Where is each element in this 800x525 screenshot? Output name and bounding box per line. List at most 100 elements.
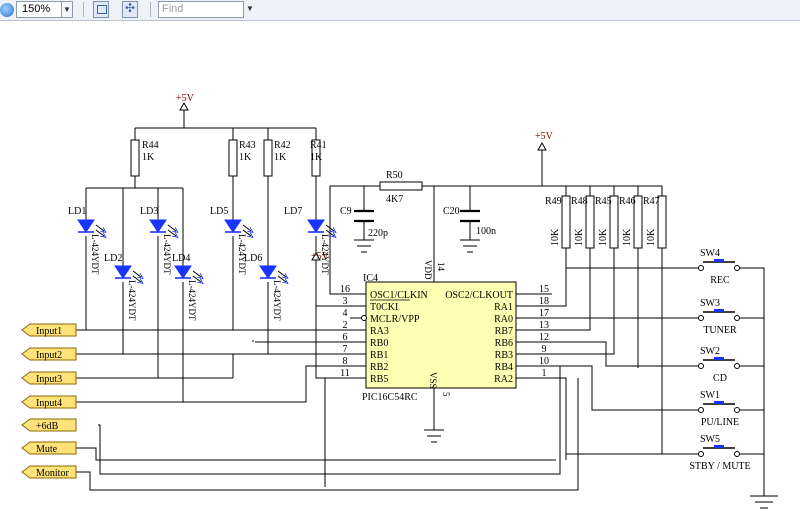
supply-label: +5V bbox=[311, 251, 330, 262]
led-ref: LD6 bbox=[244, 253, 262, 264]
ic-pin-number: 7 bbox=[343, 344, 348, 355]
ic-pin-number: 16 bbox=[340, 284, 350, 295]
push-switch bbox=[698, 309, 740, 321]
port-label: Input4 bbox=[36, 398, 62, 409]
ic-pin-number: 12 bbox=[539, 332, 549, 343]
ic-pin-name: RB0 bbox=[370, 338, 388, 349]
resistor-ref: R49 bbox=[545, 196, 562, 207]
ic-pin-name: RA3 bbox=[370, 326, 389, 337]
ic-pin-number: 2 bbox=[343, 320, 348, 331]
port-label: Input3 bbox=[36, 374, 62, 385]
port-connector bbox=[21, 347, 77, 361]
switch-ref: SW1 bbox=[700, 390, 720, 401]
ic-pin-number: 15 bbox=[539, 284, 549, 295]
ic-pin-name: RB1 bbox=[370, 350, 388, 361]
resistor-ref: R41 bbox=[310, 140, 327, 151]
zoom-input[interactable]: 150% bbox=[16, 1, 62, 18]
led-diode bbox=[174, 265, 201, 282]
resistor-value: 4K7 bbox=[386, 194, 403, 205]
zoom-dropdown-arrow-icon[interactable]: ▼ bbox=[61, 1, 73, 18]
resistor-value: 10K bbox=[598, 228, 609, 246]
resistor-value: 10K bbox=[574, 228, 585, 246]
ic-pin-name: OSC2/CLKOUT bbox=[445, 290, 513, 301]
ic-pin-name: OSC1/CLKIN bbox=[370, 290, 428, 301]
led-part: L-424YDT bbox=[320, 234, 330, 275]
resistor-value: 1K bbox=[310, 152, 323, 163]
ic-vss-label: VSS bbox=[428, 372, 438, 389]
ic-vdd-label: VDD bbox=[423, 260, 433, 280]
led-diode bbox=[149, 219, 176, 236]
ic-pin-number: 8 bbox=[343, 356, 348, 367]
ic-pin-name: RB4 bbox=[495, 362, 513, 373]
switch-label: STBY / MUTE bbox=[689, 461, 750, 472]
push-switch bbox=[698, 259, 740, 271]
ic-pin-number: 9 bbox=[542, 344, 547, 355]
resistor-ref: R45 bbox=[595, 196, 612, 207]
resistor-ref: R50 bbox=[386, 170, 403, 181]
switch-label: REC bbox=[710, 275, 730, 286]
fit-width-icon[interactable] bbox=[122, 1, 138, 18]
ic-pin-name: RB5 bbox=[370, 374, 388, 385]
resistor-ref: R43 bbox=[239, 140, 256, 151]
led-diode bbox=[224, 219, 251, 236]
ic-pin-number: 18 bbox=[539, 296, 549, 307]
find-dropdown-arrow-icon[interactable]: ▼ bbox=[246, 4, 254, 13]
supply-label: +5V bbox=[535, 131, 554, 142]
fit-page-icon[interactable] bbox=[93, 1, 109, 18]
resistor-ref: R46 bbox=[619, 196, 636, 207]
ic-pin-name: RB6 bbox=[495, 338, 513, 349]
port-label: Input2 bbox=[36, 350, 62, 361]
resistor-value: 10K bbox=[646, 228, 657, 246]
resistor-bodies bbox=[130, 139, 667, 249]
supply-label: +5V bbox=[176, 93, 195, 104]
ic-vss-pin: 5 bbox=[441, 392, 451, 397]
port-connector bbox=[21, 418, 77, 432]
led-part: L-424YDT bbox=[272, 280, 282, 321]
ic-pin-number: 3 bbox=[343, 296, 348, 307]
led-diode bbox=[307, 219, 334, 236]
toolbar-separator bbox=[83, 2, 84, 17]
led-ref: LD2 bbox=[104, 253, 122, 264]
zoom-icon[interactable] bbox=[0, 3, 14, 17]
led-ref: LD4 bbox=[172, 253, 190, 264]
find-input[interactable]: Find bbox=[158, 1, 244, 18]
wires bbox=[76, 114, 778, 509]
led-ref: LD1 bbox=[68, 206, 86, 217]
port-label: Input1 bbox=[36, 326, 62, 337]
switch-ref: SW5 bbox=[700, 434, 720, 445]
ic-pin-number: 4 bbox=[343, 308, 348, 319]
switch-ref: SW3 bbox=[700, 298, 720, 309]
resistor-ref: R47 bbox=[643, 196, 660, 207]
pdf-toolbar: 150% ▼ Find ▼ bbox=[0, 0, 800, 21]
ic-pin-name: T0CKI bbox=[370, 302, 398, 313]
led-diode bbox=[114, 265, 141, 282]
port-label: +6dB bbox=[36, 421, 59, 432]
led-diode bbox=[259, 265, 286, 282]
led-ref: LD7 bbox=[284, 206, 302, 217]
led-part: L-424YDT bbox=[187, 280, 197, 321]
ic-pin-name: RA2 bbox=[494, 374, 513, 385]
switch-label: CD bbox=[713, 373, 727, 384]
resistor-value: 10K bbox=[622, 228, 633, 246]
led-ref: LD3 bbox=[140, 206, 158, 217]
capacitor-plates bbox=[354, 209, 480, 223]
ic-pin-number: 10 bbox=[539, 356, 549, 367]
switch-ref: SW4 bbox=[700, 248, 720, 259]
led-part: L-424YDT bbox=[162, 234, 172, 275]
ic-pin-name: RB7 bbox=[495, 326, 513, 337]
led-diode bbox=[77, 219, 104, 236]
capacitor-ref: C20 bbox=[443, 206, 460, 217]
capacitor-ref: C9 bbox=[340, 206, 352, 217]
led-ref: LD5 bbox=[210, 206, 228, 217]
port-connector bbox=[21, 441, 77, 455]
push-switch bbox=[698, 357, 740, 369]
port-connector bbox=[21, 395, 77, 409]
resistor-ref: R48 bbox=[571, 196, 588, 207]
toolbar-separator bbox=[150, 2, 151, 17]
ic-pin-number: 1 bbox=[542, 368, 547, 379]
led-part: L-424YDT bbox=[237, 234, 247, 275]
ic-part: PIC16C54RC bbox=[362, 392, 418, 403]
resistor-value: 1K bbox=[239, 152, 252, 163]
ic-pin-name: MCLR/VPP bbox=[370, 314, 420, 325]
port-connector bbox=[21, 465, 77, 479]
